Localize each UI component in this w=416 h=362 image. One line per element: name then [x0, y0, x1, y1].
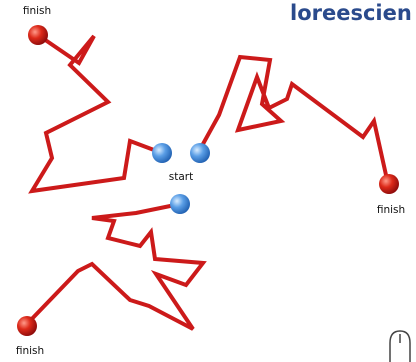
finish-ball-top-left	[28, 25, 48, 45]
walk-path-bottom-left	[24, 202, 207, 331]
walk-path-right	[196, 54, 390, 185]
mouse-icon	[389, 330, 411, 362]
finish-ball-right	[379, 174, 399, 194]
finish-ball-bottom-left	[17, 316, 37, 336]
start-label: start	[169, 171, 193, 183]
walk-path-top-left	[28, 33, 163, 194]
finish-label-bottom-left: finish	[16, 345, 44, 357]
brand-logo-text: loreescien	[290, 1, 412, 25]
finish-label-top-left: finish	[23, 5, 51, 17]
finish-label-right: finish	[377, 204, 405, 216]
start-ball-lower	[170, 194, 190, 214]
start-ball-left	[152, 143, 172, 163]
start-ball-right	[190, 143, 210, 163]
